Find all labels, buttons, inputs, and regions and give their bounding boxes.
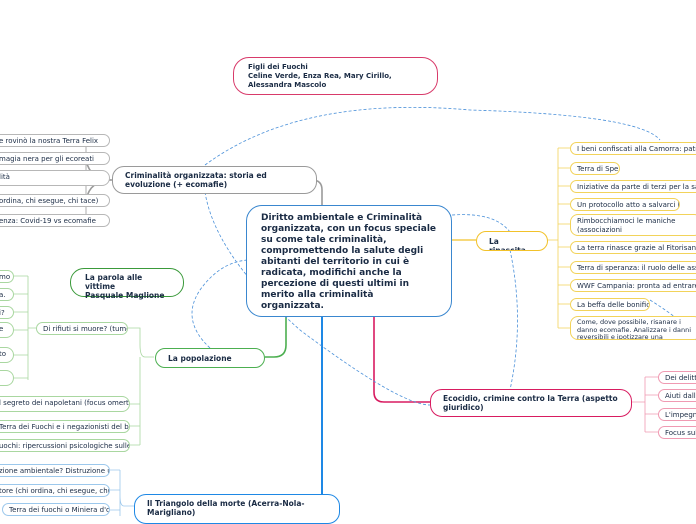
rinascita-item-6[interactable]: La terra rinasce grazie al Fitorisanamen… (570, 241, 696, 254)
ecocidio-item-3[interactable]: L'impegno (658, 408, 696, 421)
rinascita-item-9[interactable]: La beffa delle bonifiche (570, 298, 650, 311)
branch-criminalita[interactable]: Criminalità organizzata: storia ed evolu… (112, 166, 317, 194)
link-central-ecocidio (373, 317, 430, 403)
rinascita-item-3[interactable]: Iniziative da parte di terzi per la salv… (570, 180, 696, 193)
central-topic[interactable]: Diritto ambientale e Criminalità organiz… (246, 205, 452, 317)
popolazione-item-2[interactable]: Terra dei Fuochi e i negazionisti del bi… (0, 420, 130, 433)
triangolo-item-2[interactable]: tore (chi ordina, chi esegue, chi tace) (0, 484, 110, 497)
branch-triangolo[interactable]: Il Triangolo della morte (Acerra-Nola-Ma… (134, 494, 340, 524)
ecocidio-item-1[interactable]: Dei delitti c (658, 371, 696, 384)
popolazione-sub-item-5[interactable]: to (0, 347, 14, 363)
authors-title-line-3: Alessandra Mascolo (248, 81, 327, 89)
branch-ecocidio[interactable]: Ecocidio, crimine contro la Terra (aspet… (430, 389, 632, 417)
ecocidio-item-2[interactable]: Aiuti dalla l (658, 389, 696, 402)
popolazione-sub-label[interactable]: Di rifiuti si muore? (tumori) (36, 322, 128, 335)
link-central-popolazione (265, 300, 287, 358)
branch-popolazione[interactable]: La popolazione (155, 348, 265, 368)
relation-rinascita-ecocidio (509, 249, 518, 391)
criminalita-item-2[interactable]: magia nera per gli ecoreati (0, 152, 110, 165)
victims-line-2: Pasquale Maglione (85, 291, 165, 300)
rinascita-item-8[interactable]: WWF Campania: pronta ad entrare in azio (570, 279, 696, 292)
victims-box[interactable]: La parola alle vittime Pasquale Maglione (70, 268, 184, 300)
criminalita-item-3[interactable]: lità (0, 170, 110, 186)
popolazione-sub-item-4[interactable]: e (0, 322, 14, 338)
ecocidio-item-4[interactable]: Focus sul c (658, 426, 696, 439)
branch-rinascita[interactable]: La rinascita (476, 231, 548, 251)
popolazione-item-1[interactable]: l segreto dei napoletani (focus omertà, (0, 396, 130, 412)
popolazione-sub-item-1[interactable]: mo (0, 270, 14, 283)
criminalita-item-4[interactable]: ordina, chi esegue, chi tace) (0, 194, 110, 207)
authors-title-line-1: Figli dei Fuochi (248, 63, 308, 71)
relation-central-rinascita (451, 214, 511, 233)
relation-rinascita-ecocidio-right (649, 299, 696, 341)
popolazione-item-3[interactable]: uochi: ripercussioni psicologiche sulle … (0, 439, 130, 452)
authors-title-line-2: Celine Verde, Enza Rea, Mary Cirillo, (248, 72, 392, 80)
rinascita-item-10[interactable]: Come, dove possibile, risanare i danno e… (570, 316, 696, 340)
criminalita-item-5[interactable]: enza: Covid-19 vs ecomafie (0, 214, 110, 227)
link-central-triangolo (321, 317, 333, 507)
victims-line-1: La parola alle vittime (85, 273, 143, 291)
rinascita-item-1[interactable]: I beni confiscati alla Camorra: patrimon… (570, 142, 696, 155)
relation-popolazione-central (191, 259, 249, 349)
triangolo-item-3[interactable]: Terra dei fuochi o Miniera d'oro ? (2, 503, 110, 516)
rinascita-item-7[interactable]: Terra di speranza: il ruolo delle associ… (570, 261, 696, 274)
relation-criminalita-ecocidio (204, 191, 431, 406)
popolazione-sub-item-3[interactable]: i? (0, 306, 14, 319)
relation-criminalita-rinascita (204, 106, 661, 166)
rinascita-item-5[interactable]: Rimbocchiamoci le maniche (associazioni … (570, 214, 696, 236)
authors-title-box[interactable]: Figli dei Fuochi Celine Verde, Enza Rea,… (233, 57, 438, 95)
rinascita-item-2[interactable]: Terra di Speranze (570, 162, 620, 175)
popolazione-sub-item-6[interactable] (0, 370, 14, 386)
rinascita-item-4[interactable]: Un protocollo atto a salvarci la vita (570, 198, 680, 211)
criminalita-item-1[interactable]: e rovinò la nostra Terra Felix (0, 134, 110, 147)
popolazione-sub-item-2[interactable]: a. (0, 288, 14, 301)
triangolo-item-1[interactable]: zione ambientale? Distruzione umana. (0, 464, 110, 477)
